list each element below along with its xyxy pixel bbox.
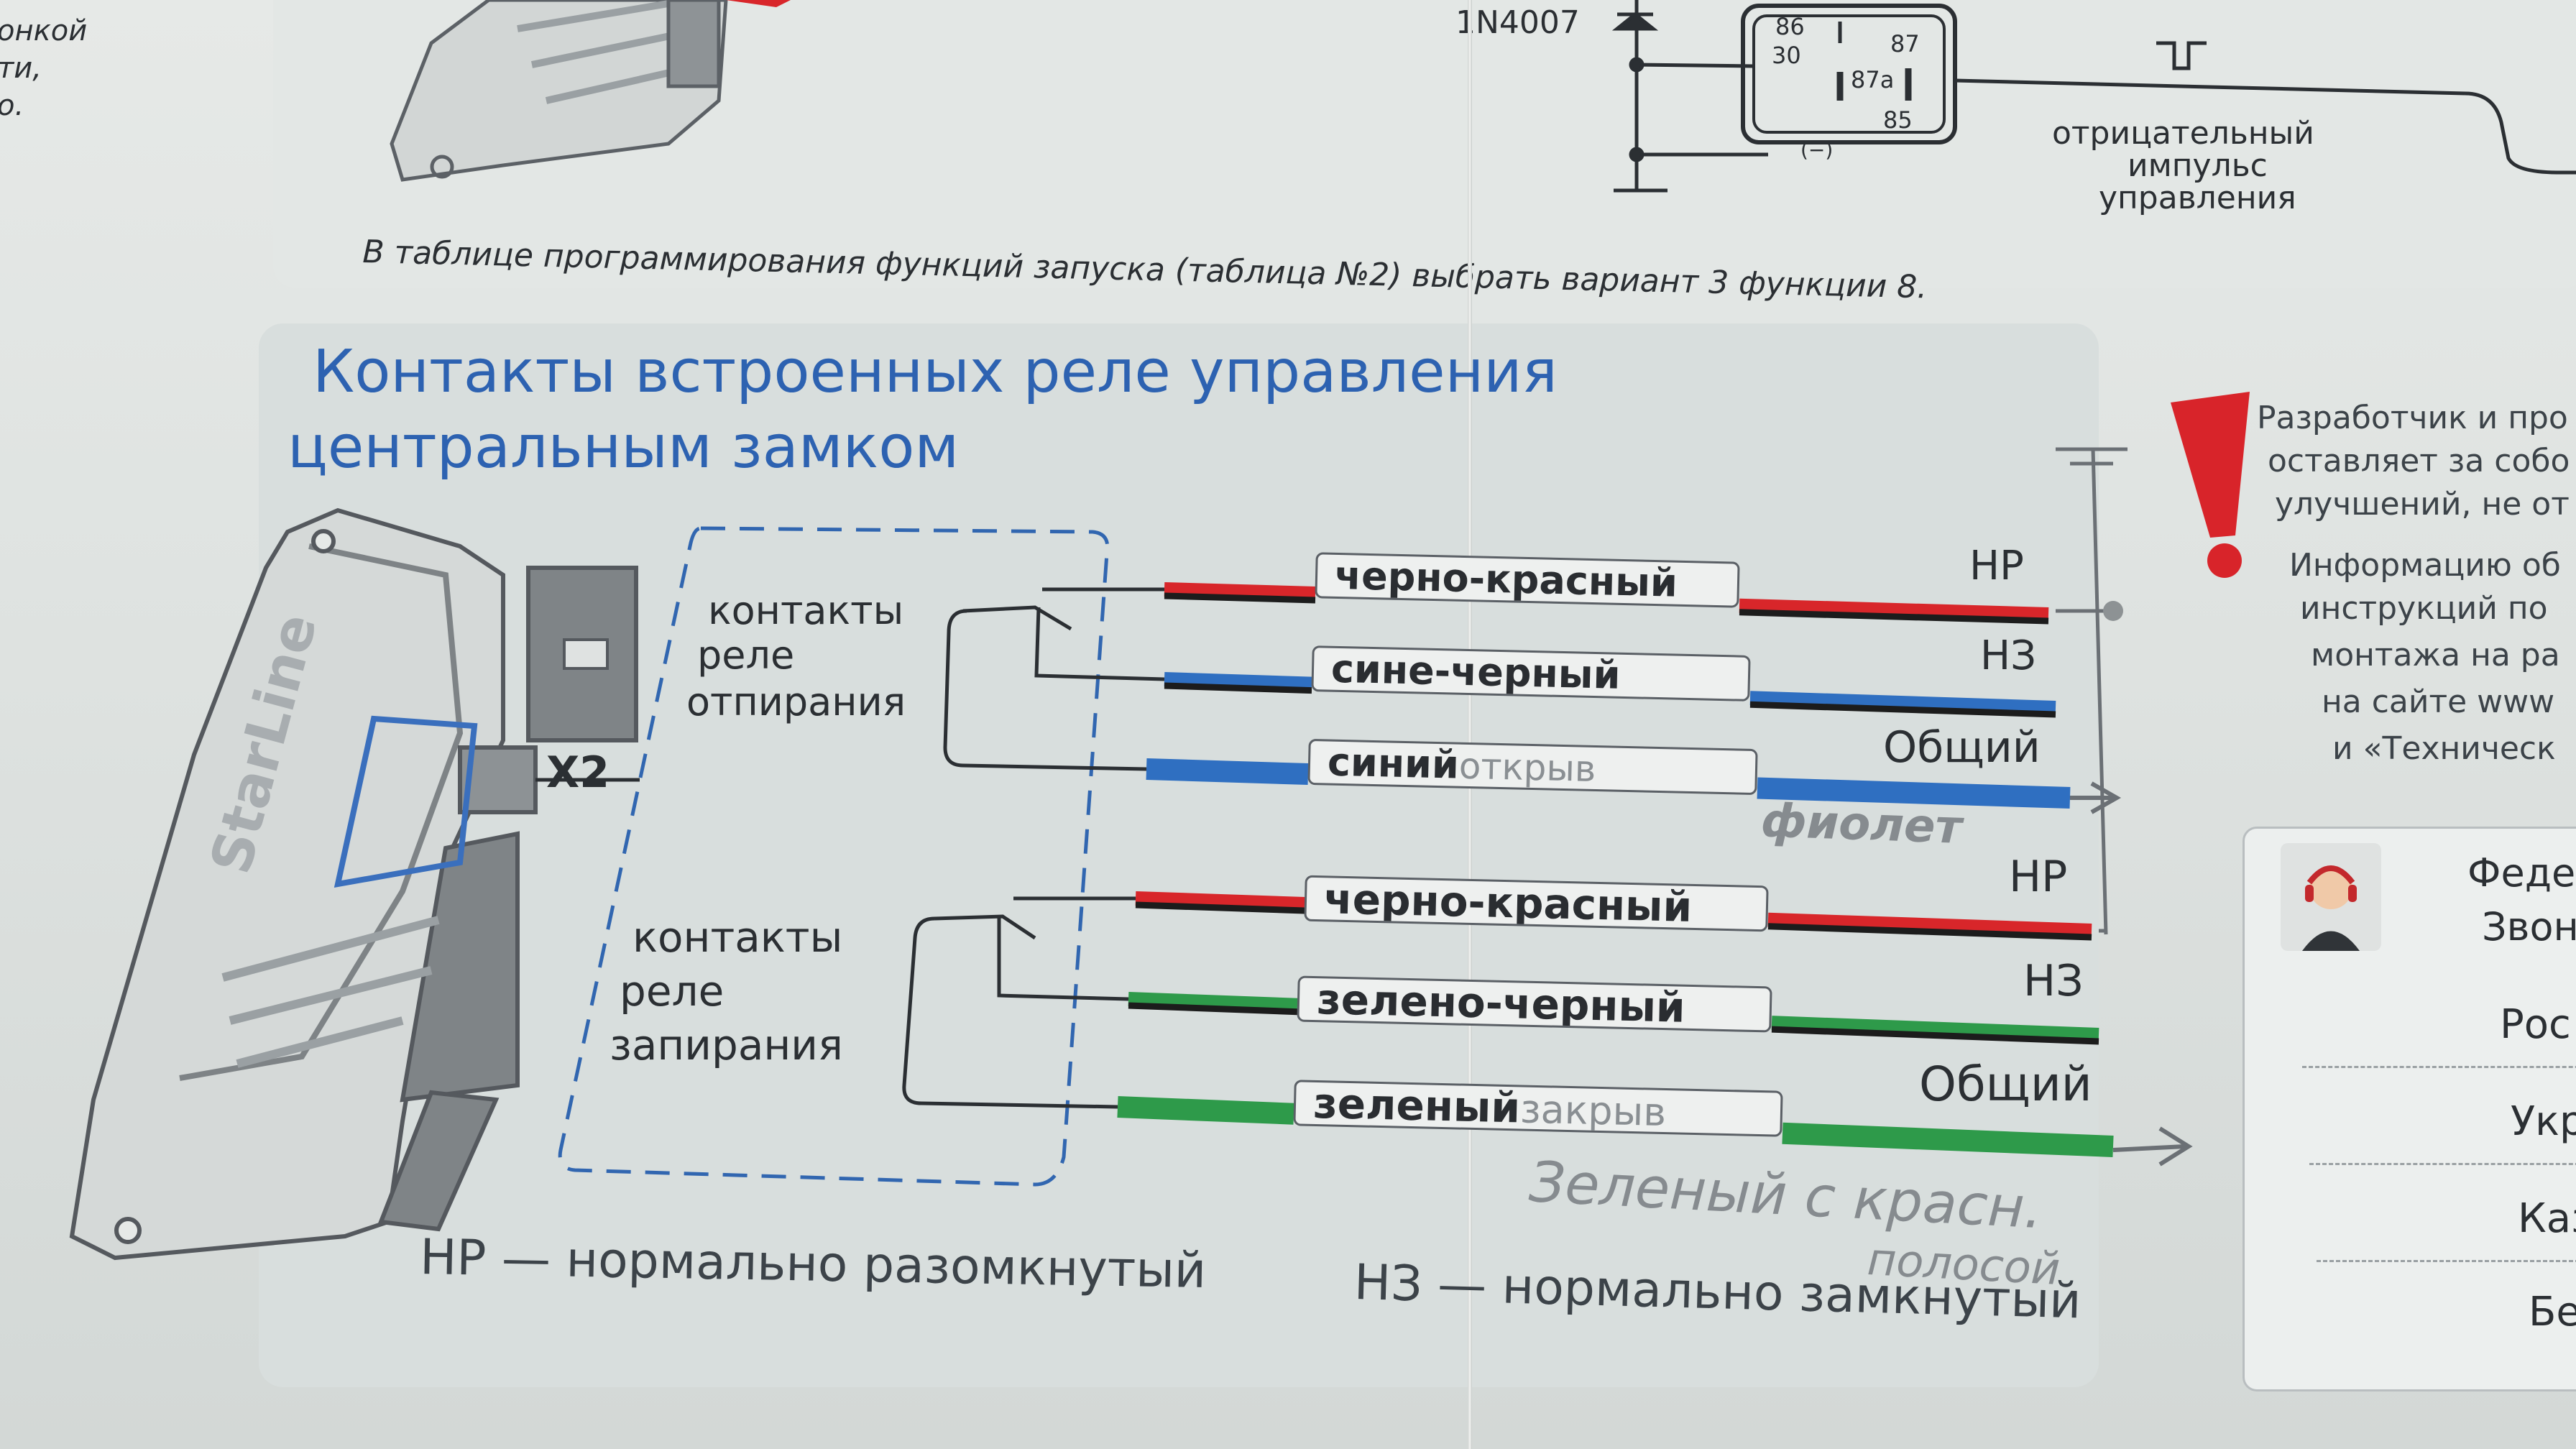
wire-unlock-nc-segment-2 (1749, 691, 2056, 715)
country-divider-2 (2309, 1163, 2576, 1165)
wire-label-unlock-common-text: синий (1327, 739, 1460, 788)
warning-exclamation-icon (2171, 392, 2250, 538)
side-note-1: Разработчик и про (2257, 400, 2568, 436)
pulse-caption-2: импульс (2128, 147, 2268, 184)
relay-contacts-panel (259, 323, 2099, 1387)
connector-label: X2 (546, 748, 610, 798)
relay-pin-minus: (−) (1800, 138, 1833, 162)
wire-unlock-nc-stripe-2 (1749, 701, 2056, 718)
relay-pin-86: 86 (1775, 13, 1805, 40)
contact-type-4: НР (2009, 852, 2068, 902)
country-3: Каза (2518, 1195, 2576, 1242)
wire-lock-nc-stripe-1 (1128, 1002, 1298, 1016)
starline-unit (69, 507, 638, 1261)
relay-pin-87: 87 (1890, 30, 1920, 58)
relay-pin-85: 85 (1883, 106, 1913, 134)
country-1: Рос (2500, 1001, 2571, 1048)
handwritten-open: открыв (1458, 745, 1597, 790)
side-note-3: улучшений, не от (2275, 486, 2570, 523)
lock-group-3: запирания (610, 1021, 843, 1070)
relay-pin-30: 30 (1772, 42, 1801, 69)
ground-trace (2056, 447, 2128, 935)
lock-group-2: реле (620, 967, 724, 1016)
side-note-8: и «Техническ (2332, 730, 2556, 767)
section-title-line2: центральным замком (288, 413, 960, 482)
warning-exclamation-dot (2207, 543, 2242, 578)
section-title-line1: Контакты встроенных реле управления (313, 338, 1558, 406)
wire-lock-nr-segment-1 (1135, 891, 1305, 911)
lock-group-1: контакты (632, 913, 843, 962)
wire-lock-nc-stripe-2 (1771, 1026, 2099, 1045)
diode-label: 1N4007 (1455, 4, 1580, 41)
pulse-caption-3: управления (2099, 180, 2296, 216)
wire-unlock-nr-stripe-1 (1164, 592, 1316, 604)
wire-unlock-nc-segment-1 (1164, 672, 1312, 691)
relay-switch-symbols (902, 587, 1165, 1109)
pulse-caption-1: отрицательный (2052, 115, 2314, 152)
left-fragment-3: о. (0, 89, 24, 122)
support-card: Феде Звон Рос Укр Каза Бело (2242, 827, 2576, 1392)
contact-type-1: НР (1969, 543, 2024, 589)
country-divider-3 (2317, 1260, 2576, 1262)
unlock-group-2: реле (697, 632, 795, 678)
red-wire-top (726, 0, 791, 7)
relay-circuit (1611, 0, 2576, 193)
wire-lock-common-segment-2 (1782, 1122, 2114, 1157)
side-note-4: Информацию об (2289, 547, 2561, 584)
wire-lock-nc-segment-1 (1128, 992, 1298, 1013)
wire-lock-nr-stripe-1 (1135, 901, 1305, 914)
handwritten-violet: фиолет (1760, 794, 1963, 855)
support-title-2: Звон (2482, 904, 2576, 949)
country-2: Укр (2511, 1098, 2576, 1145)
side-note-2: оставляет за собо (2268, 443, 2570, 479)
relay-pin-87a: 87a (1851, 66, 1894, 93)
contact-type-5: НЗ (2023, 956, 2084, 1006)
wire-unlock-nr-segment-1 (1164, 582, 1316, 601)
wire-unlock-common-segment-2 (1757, 777, 2071, 809)
contact-type-3: Общий (1883, 722, 2041, 773)
left-fragment-2: ти, (0, 52, 42, 85)
paper-fold (1468, 0, 1472, 1449)
contact-type-2: НЗ (1980, 632, 2037, 679)
side-note-6: монтажа на ра (2311, 637, 2560, 673)
wire-lock-nr-stripe-2 (1767, 923, 2092, 941)
wire-unlock-common-segment-1 (1146, 758, 1309, 785)
side-note-7-text: на сайте www (2322, 684, 2555, 720)
operator-avatar (2281, 843, 2381, 951)
wire-label-lock-common-text: зеленый (1312, 1080, 1521, 1133)
blue-common-arrow (2070, 781, 2122, 814)
side-note-5: инструкций по (2300, 590, 2548, 627)
wire-unlock-nr-stripe-2 (1739, 609, 2049, 625)
junction-dot (2103, 601, 2123, 621)
green-common-arrow (2112, 1126, 2193, 1167)
side-note-7: на сайте www (2322, 679, 2554, 725)
wire-unlock-nc-stripe-1 (1164, 682, 1312, 694)
contact-type-6: Общий (1919, 1057, 2092, 1112)
relay-dashed-box (558, 526, 1110, 1187)
handwritten-close: закрыв (1519, 1086, 1667, 1136)
left-fragment-1: онкой (0, 14, 88, 47)
unlock-group-3: отпирания (686, 679, 906, 724)
headset-icon (2302, 865, 2360, 951)
wire-label-unlock-nr: черно-красный (1315, 552, 1740, 608)
wire-lock-common-segment-1 (1117, 1096, 1294, 1125)
wire-unlock-nr-segment-2 (1739, 598, 2049, 622)
wire-lock-nc-segment-2 (1771, 1016, 2099, 1042)
support-title-1: Феде (2467, 850, 2576, 896)
country-divider-1 (2302, 1066, 2576, 1068)
top-unit-illustration (390, 0, 728, 182)
country-4: Бело (2529, 1289, 2576, 1335)
unlock-group-1: контакты (708, 588, 904, 633)
wire-lock-nr-segment-2 (1767, 912, 2092, 938)
